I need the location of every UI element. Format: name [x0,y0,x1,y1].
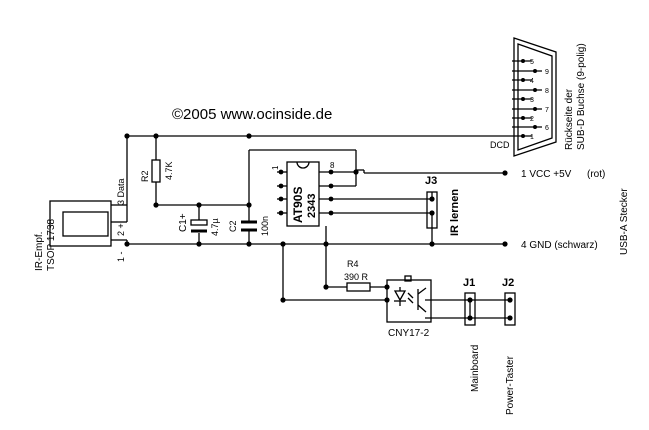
dsub-pin-8: 8 [545,88,549,95]
r4-value: 390 R [344,272,369,282]
resistor-r4: R4 390 R [344,259,371,292]
dsub-pin-5: 5 [530,59,534,66]
jumper-j3: J3 IR lernen [425,175,461,236]
c2-value: 100n [260,216,270,236]
ir-receiver-label: IR-Empf. [34,232,45,271]
r4-name: R4 [347,259,359,269]
mcu-label-1: AT90S [291,187,305,223]
r2-name: R2 [140,170,150,182]
usb-vcc-color: (rot) [587,169,605,180]
mcu-label-2: 2343 [306,194,318,218]
dsub-pin-1: 1 [530,134,534,141]
j3-label: J3 [425,175,437,187]
dsub-caption-1: Rückseite der [564,88,575,150]
mcu-pin8: 8 [330,161,335,170]
c2-name: C2 [228,220,238,232]
optocoupler-cny17-2: CNY17-2 [386,275,432,339]
j2-label: J2 [502,277,514,289]
dsub-pin-2: 2 [530,116,534,123]
pin3-label: 3 Data [116,178,126,205]
jumper-j2: J2 Power-Taster [502,277,516,415]
resistor-r2: R2 4.7K [140,159,174,183]
dsub-pin-7: 7 [545,107,549,114]
dsub-pin-4: 4 [530,78,534,85]
dsub-pin-6: 6 [545,125,549,132]
capacitor-c2: C2 100n [228,216,270,236]
usb-gnd-label: 4 GND (schwarz) [521,240,598,251]
wires [111,135,512,319]
copyright-text: ©2005 www.ocinside.de [172,106,332,123]
dcd-label: DCD [490,140,510,150]
j1-description: Mainboard [470,345,481,392]
ir-receiver-model: TSOP 1738 [46,218,57,271]
pin1-label: 1 - [116,251,126,262]
j3-description: IR lernen [449,189,461,236]
j2-description: Power-Taster [505,355,516,415]
dsub-caption-2: SUB-D Buchse (9-polig) [576,43,587,150]
c1-name: C1+ [178,213,189,232]
capacitor-c1: C1+ 4.7µ [178,213,220,236]
dsub-pin-3: 3 [530,97,534,104]
dsub-pin-9: 9 [545,69,549,76]
usb-vcc-label: 1 VCC +5V [521,169,572,180]
j1-label: J1 [463,277,475,289]
c1-value: 4.7µ [210,218,220,236]
usb-caption: USB-A Stecker [619,188,630,255]
jumper-j1: J1 Mainboard [463,277,481,392]
usb-connector: 1 VCC +5V (rot) 4 GND (schwarz) USB-A St… [521,169,630,255]
pin2-label: 2 + [116,223,126,236]
r2-value: 4.7K [164,161,174,180]
dsub9-connector: 5 9 4 8 3 7 2 6 1 DCD Rückseite der SUB-… [490,37,587,157]
junctions [124,133,513,321]
mcu-pin1: 1 [271,165,280,170]
opto-label: CNY17-2 [388,328,430,339]
microcontroller-at90s2343: AT90S 2343 1 8 [271,161,335,227]
ir-receiver: IR-Empf. TSOP 1738 3 Data 2 + 1 - [34,178,126,271]
